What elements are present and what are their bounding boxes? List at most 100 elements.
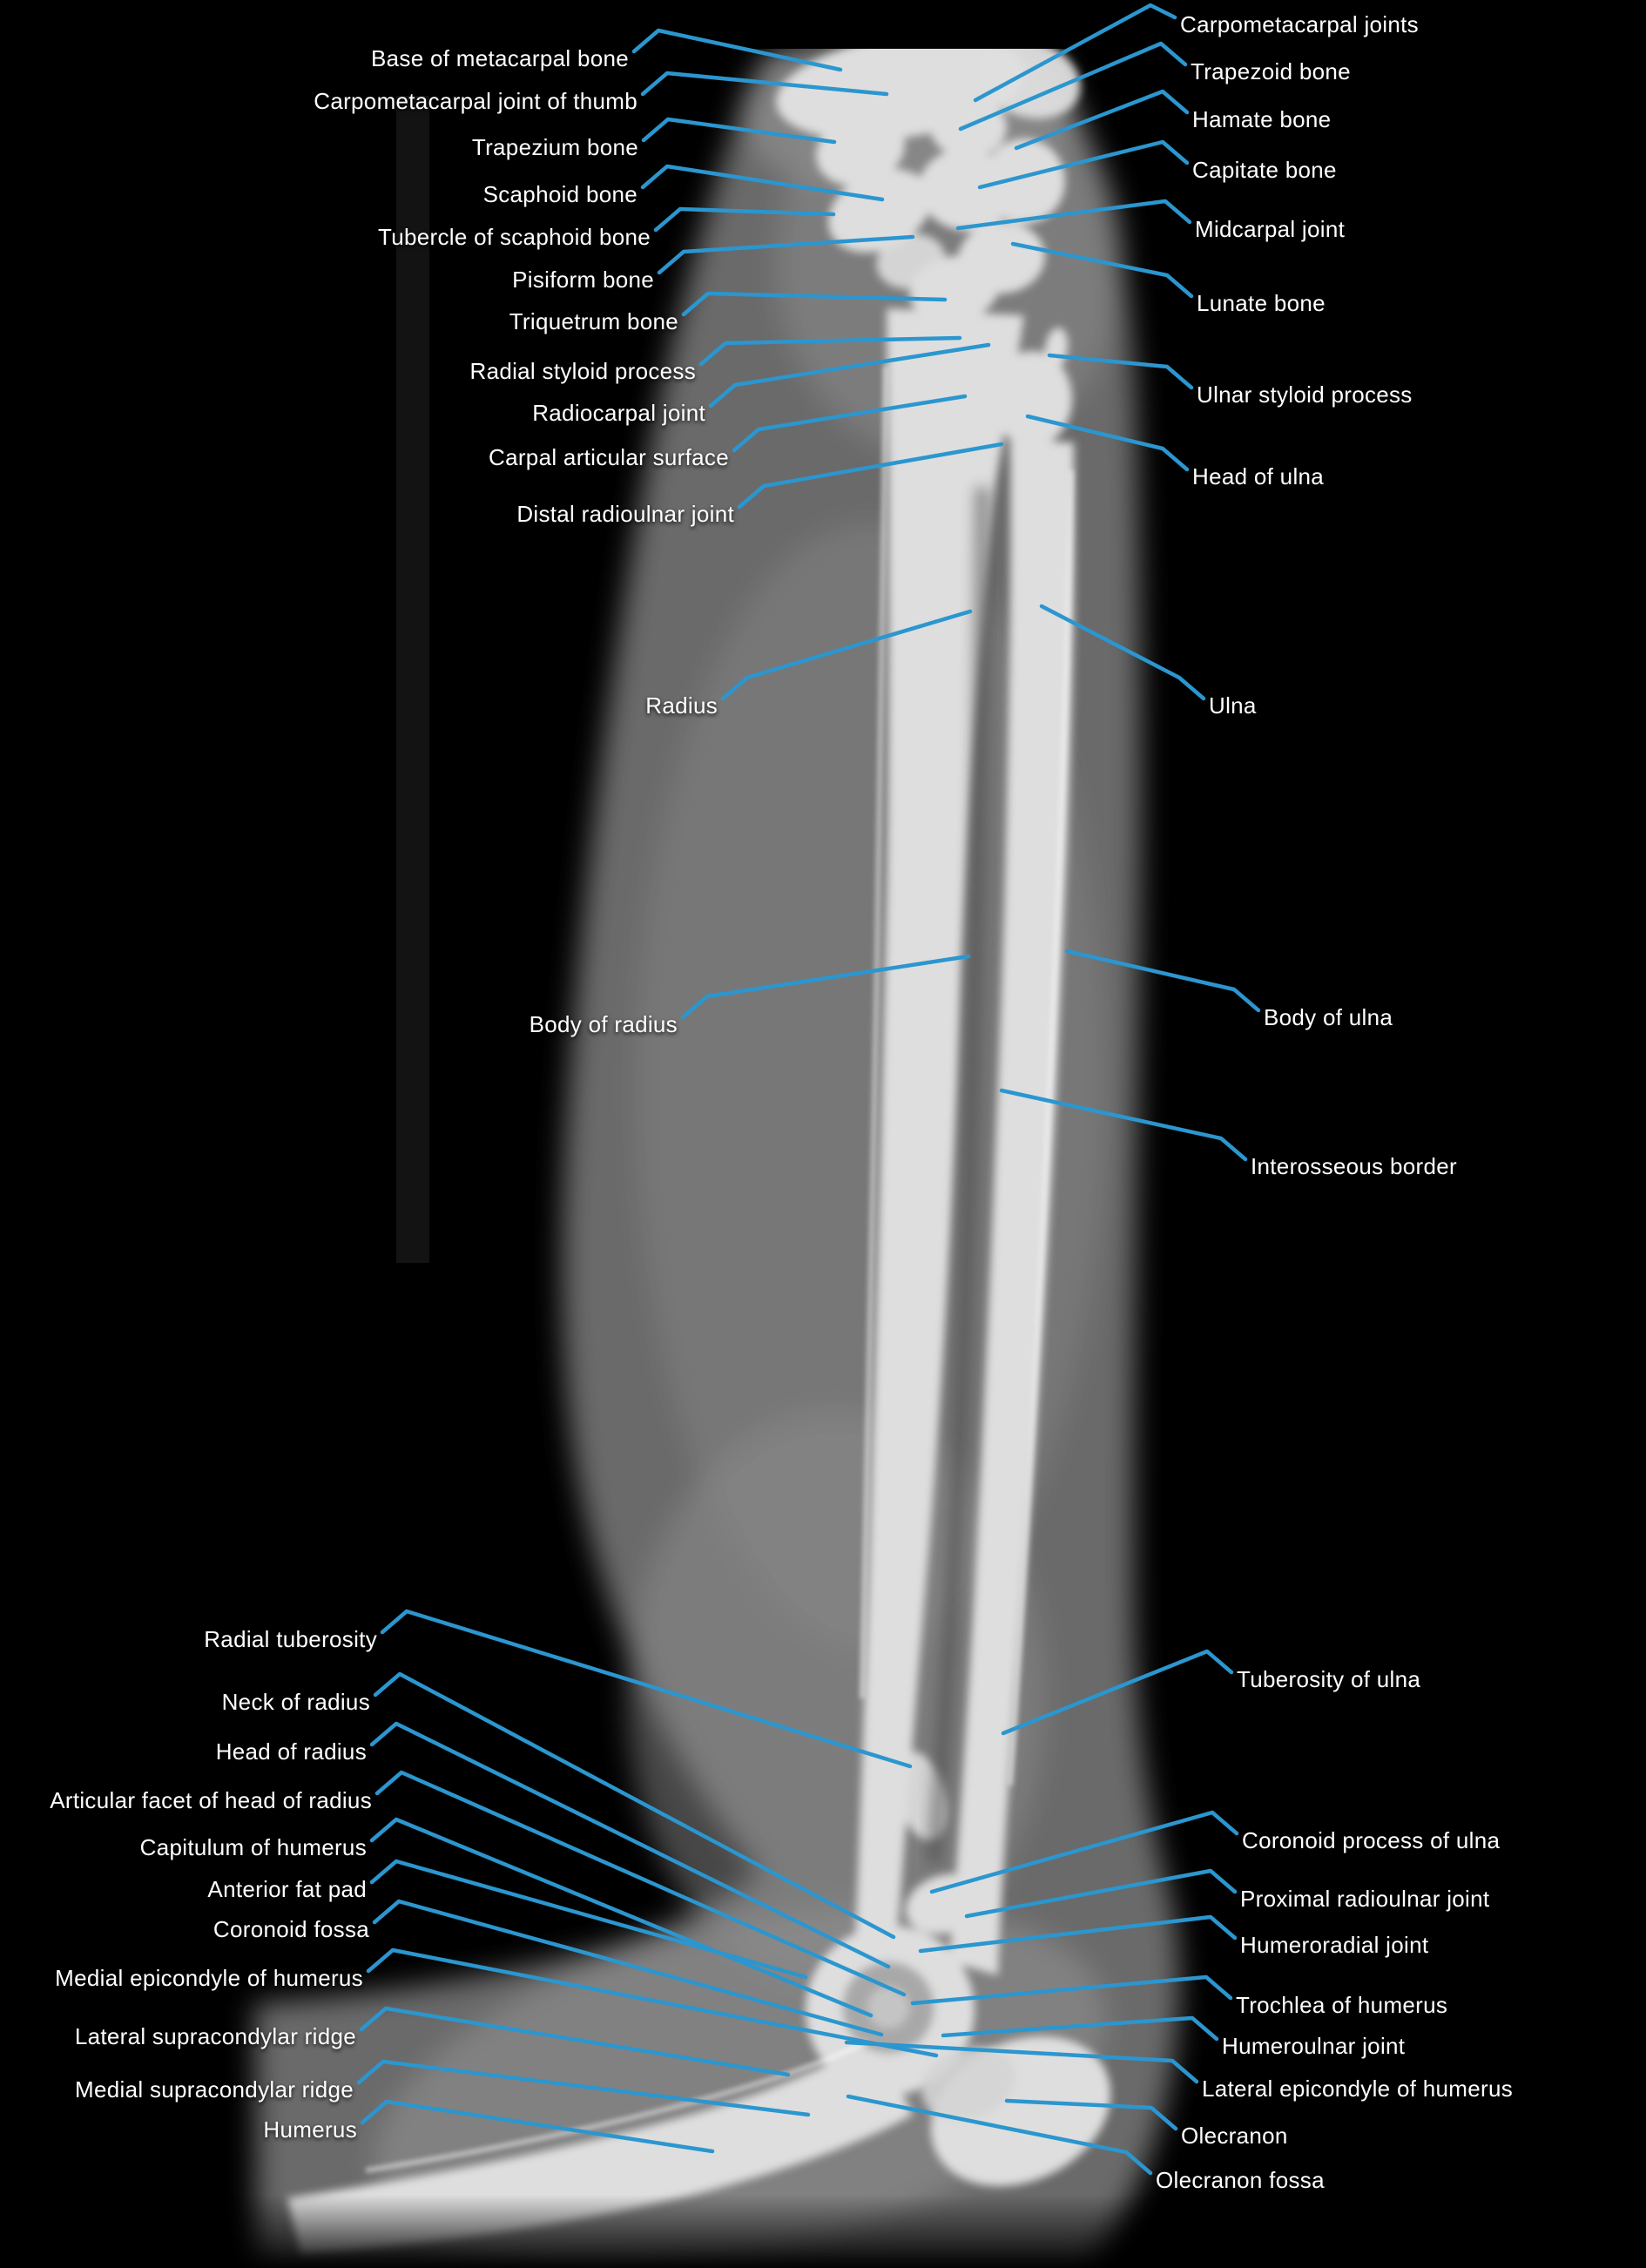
anatomy-label: Radial tuberosity bbox=[204, 1625, 377, 1652]
anatomy-label: Interosseous border bbox=[1251, 1152, 1457, 1179]
anatomy-label: Tubercle of scaphoid bone bbox=[378, 223, 651, 250]
anatomy-label: Midcarpal joint bbox=[1195, 215, 1346, 242]
anatomy-label: Humeroulnar joint bbox=[1222, 2032, 1406, 2059]
anatomy-label: Olecranon fossa bbox=[1156, 2166, 1325, 2193]
ulna-bone bbox=[949, 440, 1075, 1975]
anatomy-label: Trapezoid bone bbox=[1191, 57, 1351, 84]
leader-line bbox=[910, 1974, 1233, 2006]
anatomy-label: Coronoid fossa bbox=[212, 1915, 369, 1942]
leader-line bbox=[1064, 948, 1261, 1013]
anatomy-label: Hamate bone bbox=[1192, 105, 1332, 132]
leader-line bbox=[653, 206, 836, 233]
leader-line bbox=[708, 342, 991, 408]
anatomy-label: Trochlea of humerus bbox=[1236, 1991, 1448, 2018]
leader-line bbox=[1010, 241, 1194, 299]
leader-line bbox=[374, 1770, 907, 1997]
anatomy-label: Lateral epicondyle of humerus bbox=[1202, 2075, 1514, 2102]
anatomy-label: Lateral supracondylar ridge bbox=[74, 2022, 356, 2049]
anatomy-label: Radial styloid process bbox=[469, 357, 696, 384]
leader-line bbox=[1004, 2098, 1178, 2131]
anatomy-label: Humeroradial joint bbox=[1240, 1931, 1429, 1958]
anatomy-label: Humerus bbox=[263, 2116, 357, 2143]
anatomy-label: Medial epicondyle of humerus bbox=[55, 1964, 363, 1991]
anatomy-label: Carpometacarpal joints bbox=[1180, 10, 1419, 37]
leader-line bbox=[369, 1859, 808, 1980]
anatomy-label: Carpometacarpal joint of thumb bbox=[314, 87, 637, 114]
anatomy-label: Carpal articular surface bbox=[489, 443, 729, 470]
anatomy-label: Body of radius bbox=[529, 1010, 678, 1037]
anatomy-label: Body of ulna bbox=[1264, 1003, 1393, 1030]
anatomy-label: Capitate bone bbox=[1192, 156, 1337, 183]
scaphoid-bone bbox=[828, 169, 931, 253]
leader-line bbox=[720, 609, 973, 701]
leader-line bbox=[369, 1721, 891, 1969]
anatomy-label: Head of ulna bbox=[1192, 462, 1325, 489]
anatomy-label: Capitulum of humerus bbox=[139, 1833, 367, 1860]
anatomy-label: Medial supracondylar ridge bbox=[75, 2076, 354, 2103]
leader-line bbox=[372, 1899, 884, 2037]
anatomy-label: Anterior fat pad bbox=[207, 1875, 367, 1902]
leader-line bbox=[973, 3, 1177, 103]
radial-head-core bbox=[867, 1987, 909, 2028]
leader-line bbox=[359, 2006, 791, 2077]
hamate-bone bbox=[983, 138, 1065, 224]
anatomy-label: Olecranon bbox=[1181, 2122, 1288, 2149]
leader-line bbox=[1001, 1649, 1234, 1736]
medial-epicondyle bbox=[921, 2047, 1015, 2120]
leader-line bbox=[737, 442, 1004, 510]
leader-line bbox=[631, 28, 843, 72]
film-bottom-fade bbox=[226, 2195, 1167, 2268]
film-artifact-strip bbox=[396, 96, 429, 1263]
leader-line bbox=[1047, 353, 1194, 390]
triquetrum-bone bbox=[909, 255, 1000, 323]
leader-line bbox=[356, 2059, 811, 2117]
leader-line bbox=[366, 1947, 939, 2058]
leader-line bbox=[918, 1914, 1238, 1954]
leader-line bbox=[640, 164, 885, 202]
leader-line bbox=[955, 199, 1192, 231]
leader-line bbox=[641, 117, 837, 145]
anatomy-label: Lunate bone bbox=[1197, 289, 1326, 316]
coronoid-process bbox=[906, 1873, 984, 1934]
leader-line bbox=[360, 2099, 715, 2154]
anatomy-label: Trapezium bone bbox=[471, 133, 638, 160]
leader-line bbox=[1025, 414, 1190, 472]
anatomy-label: Scaphoid bone bbox=[482, 180, 637, 207]
leader-line bbox=[844, 2040, 1199, 2084]
leader-line bbox=[999, 1088, 1248, 1162]
leader-line bbox=[846, 2094, 1153, 2176]
leader-line bbox=[1039, 604, 1206, 701]
leader-line bbox=[640, 71, 889, 97]
anatomy-label: Radius bbox=[645, 692, 718, 719]
anatomy-label: Triquetrum bone bbox=[509, 307, 678, 334]
anatomy-label: Articular facet of head of radius bbox=[50, 1786, 372, 1813]
leader-line bbox=[698, 335, 962, 367]
leader-line bbox=[732, 394, 968, 453]
anatomy-label: Head of radius bbox=[215, 1738, 367, 1765]
anatomy-label: Ulna bbox=[1209, 692, 1257, 719]
leader-line bbox=[680, 954, 971, 1020]
ulnar-styloid bbox=[1044, 327, 1069, 369]
film-top-border bbox=[0, 0, 1646, 49]
leader-line bbox=[657, 234, 915, 275]
anatomy-label: Distal radioulnar joint bbox=[516, 500, 734, 527]
leader-line bbox=[941, 2015, 1219, 2042]
leader-line bbox=[958, 41, 1188, 132]
anatomy-label: Tuberosity of ulna bbox=[1237, 1665, 1421, 1692]
anatomy-label: Proximal radioulnar joint bbox=[1240, 1885, 1490, 1912]
anatomy-label: Radiocarpal joint bbox=[532, 399, 705, 426]
leader-line bbox=[380, 1609, 913, 1769]
trapezium-bone bbox=[816, 113, 905, 186]
leader-line bbox=[964, 1868, 1238, 1919]
leader-line bbox=[1014, 89, 1190, 151]
anatomy-label: Base of metacarpal bone bbox=[371, 44, 629, 71]
anatomy-label: Neck of radius bbox=[221, 1688, 370, 1715]
leader-line bbox=[681, 291, 948, 317]
anatomy-label: Pisiform bone bbox=[512, 266, 654, 293]
leader-line bbox=[373, 1671, 896, 1940]
leader-line bbox=[929, 1810, 1239, 1894]
